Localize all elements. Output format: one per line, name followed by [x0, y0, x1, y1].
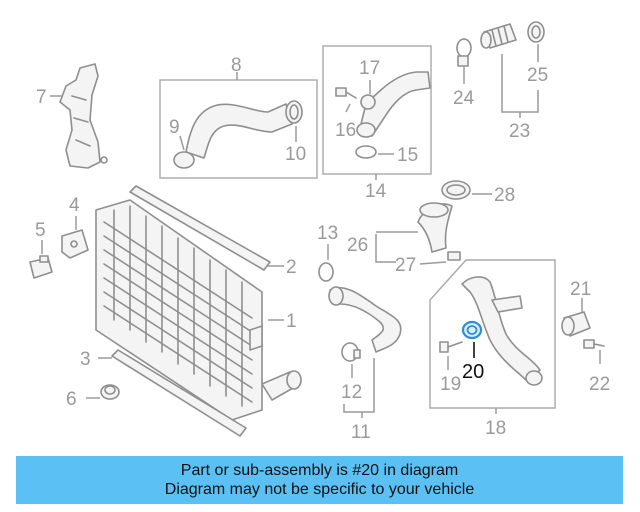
- parts-diagram: 7 8 9 10 17 16 15 14: [29, 21, 610, 443]
- part-11-hose: [328, 286, 402, 353]
- label-part-19: 19: [440, 374, 461, 395]
- part-13-clamp: [318, 262, 334, 282]
- part-22-bolt: [583, 339, 605, 349]
- part-17-sensor: [360, 94, 376, 110]
- label-part-1: 1: [286, 311, 297, 332]
- part-9-hose: [173, 103, 293, 169]
- label-part-27: 27: [395, 255, 416, 276]
- part-14-pipe: [356, 71, 431, 138]
- part-6-grommet: [100, 384, 120, 400]
- label-part-15: 15: [397, 145, 418, 166]
- part-3-seal-strip: [111, 349, 247, 437]
- label-part-22: 22: [589, 374, 610, 395]
- label-part-28: 28: [494, 185, 515, 206]
- label-part-23: 23: [509, 121, 530, 142]
- part-28-clamp: [441, 180, 471, 200]
- part-20-seal-highlighted: [461, 320, 483, 340]
- label-part-3: 3: [80, 349, 91, 370]
- label-part-6: 6: [66, 389, 77, 410]
- banner-line-1: Part or sub-assembly is #20 in diagram: [180, 462, 459, 479]
- part-16-bolt: [335, 87, 357, 99]
- part-19-bolt: [439, 341, 463, 353]
- label-part-26: 26: [347, 235, 368, 256]
- label-part-2: 2: [286, 257, 297, 278]
- label-part-16: 16: [335, 120, 356, 141]
- part-25-seal: [527, 21, 545, 43]
- label-part-9: 9: [169, 117, 180, 138]
- label-part-10: 10: [285, 144, 306, 165]
- part-18-charge-pipe: [461, 276, 543, 386]
- part-7-heat-shield: [59, 63, 108, 169]
- label-part-7: 7: [36, 87, 47, 108]
- label-part-25: 25: [527, 65, 548, 86]
- part-15-clamp: [355, 145, 377, 159]
- part-26-pipe: [417, 202, 453, 253]
- part-12-clamp: [341, 342, 361, 362]
- info-banner: Part or sub-assembly is #20 in diagram D…: [16, 456, 623, 504]
- part-10-seal: [285, 100, 303, 124]
- label-part-4: 4: [69, 195, 80, 216]
- part-2-seal-strip: [129, 185, 271, 271]
- part-24-clamp: [456, 38, 472, 67]
- label-part-12: 12: [341, 382, 362, 403]
- part-23-hose: [480, 23, 517, 49]
- banner-line-2: Diagram may not be specific to your vehi…: [164, 481, 475, 498]
- label-part-20: 20: [462, 361, 484, 383]
- label-part-11: 11: [351, 422, 371, 443]
- part-5-clip: [29, 255, 53, 279]
- label-part-17: 17: [359, 58, 380, 79]
- label-part-14: 14: [365, 181, 387, 202]
- label-part-24: 24: [453, 88, 475, 109]
- part-1-intercooler: [95, 199, 302, 421]
- part-21-sensor: [561, 311, 591, 337]
- label-part-18: 18: [485, 418, 506, 439]
- label-part-13: 13: [317, 223, 338, 244]
- part-4-mount: [61, 229, 89, 259]
- label-part-8: 8: [231, 55, 242, 76]
- label-part-21: 21: [570, 279, 591, 300]
- part-27-sensor: [447, 251, 461, 261]
- label-part-5: 5: [35, 220, 46, 241]
